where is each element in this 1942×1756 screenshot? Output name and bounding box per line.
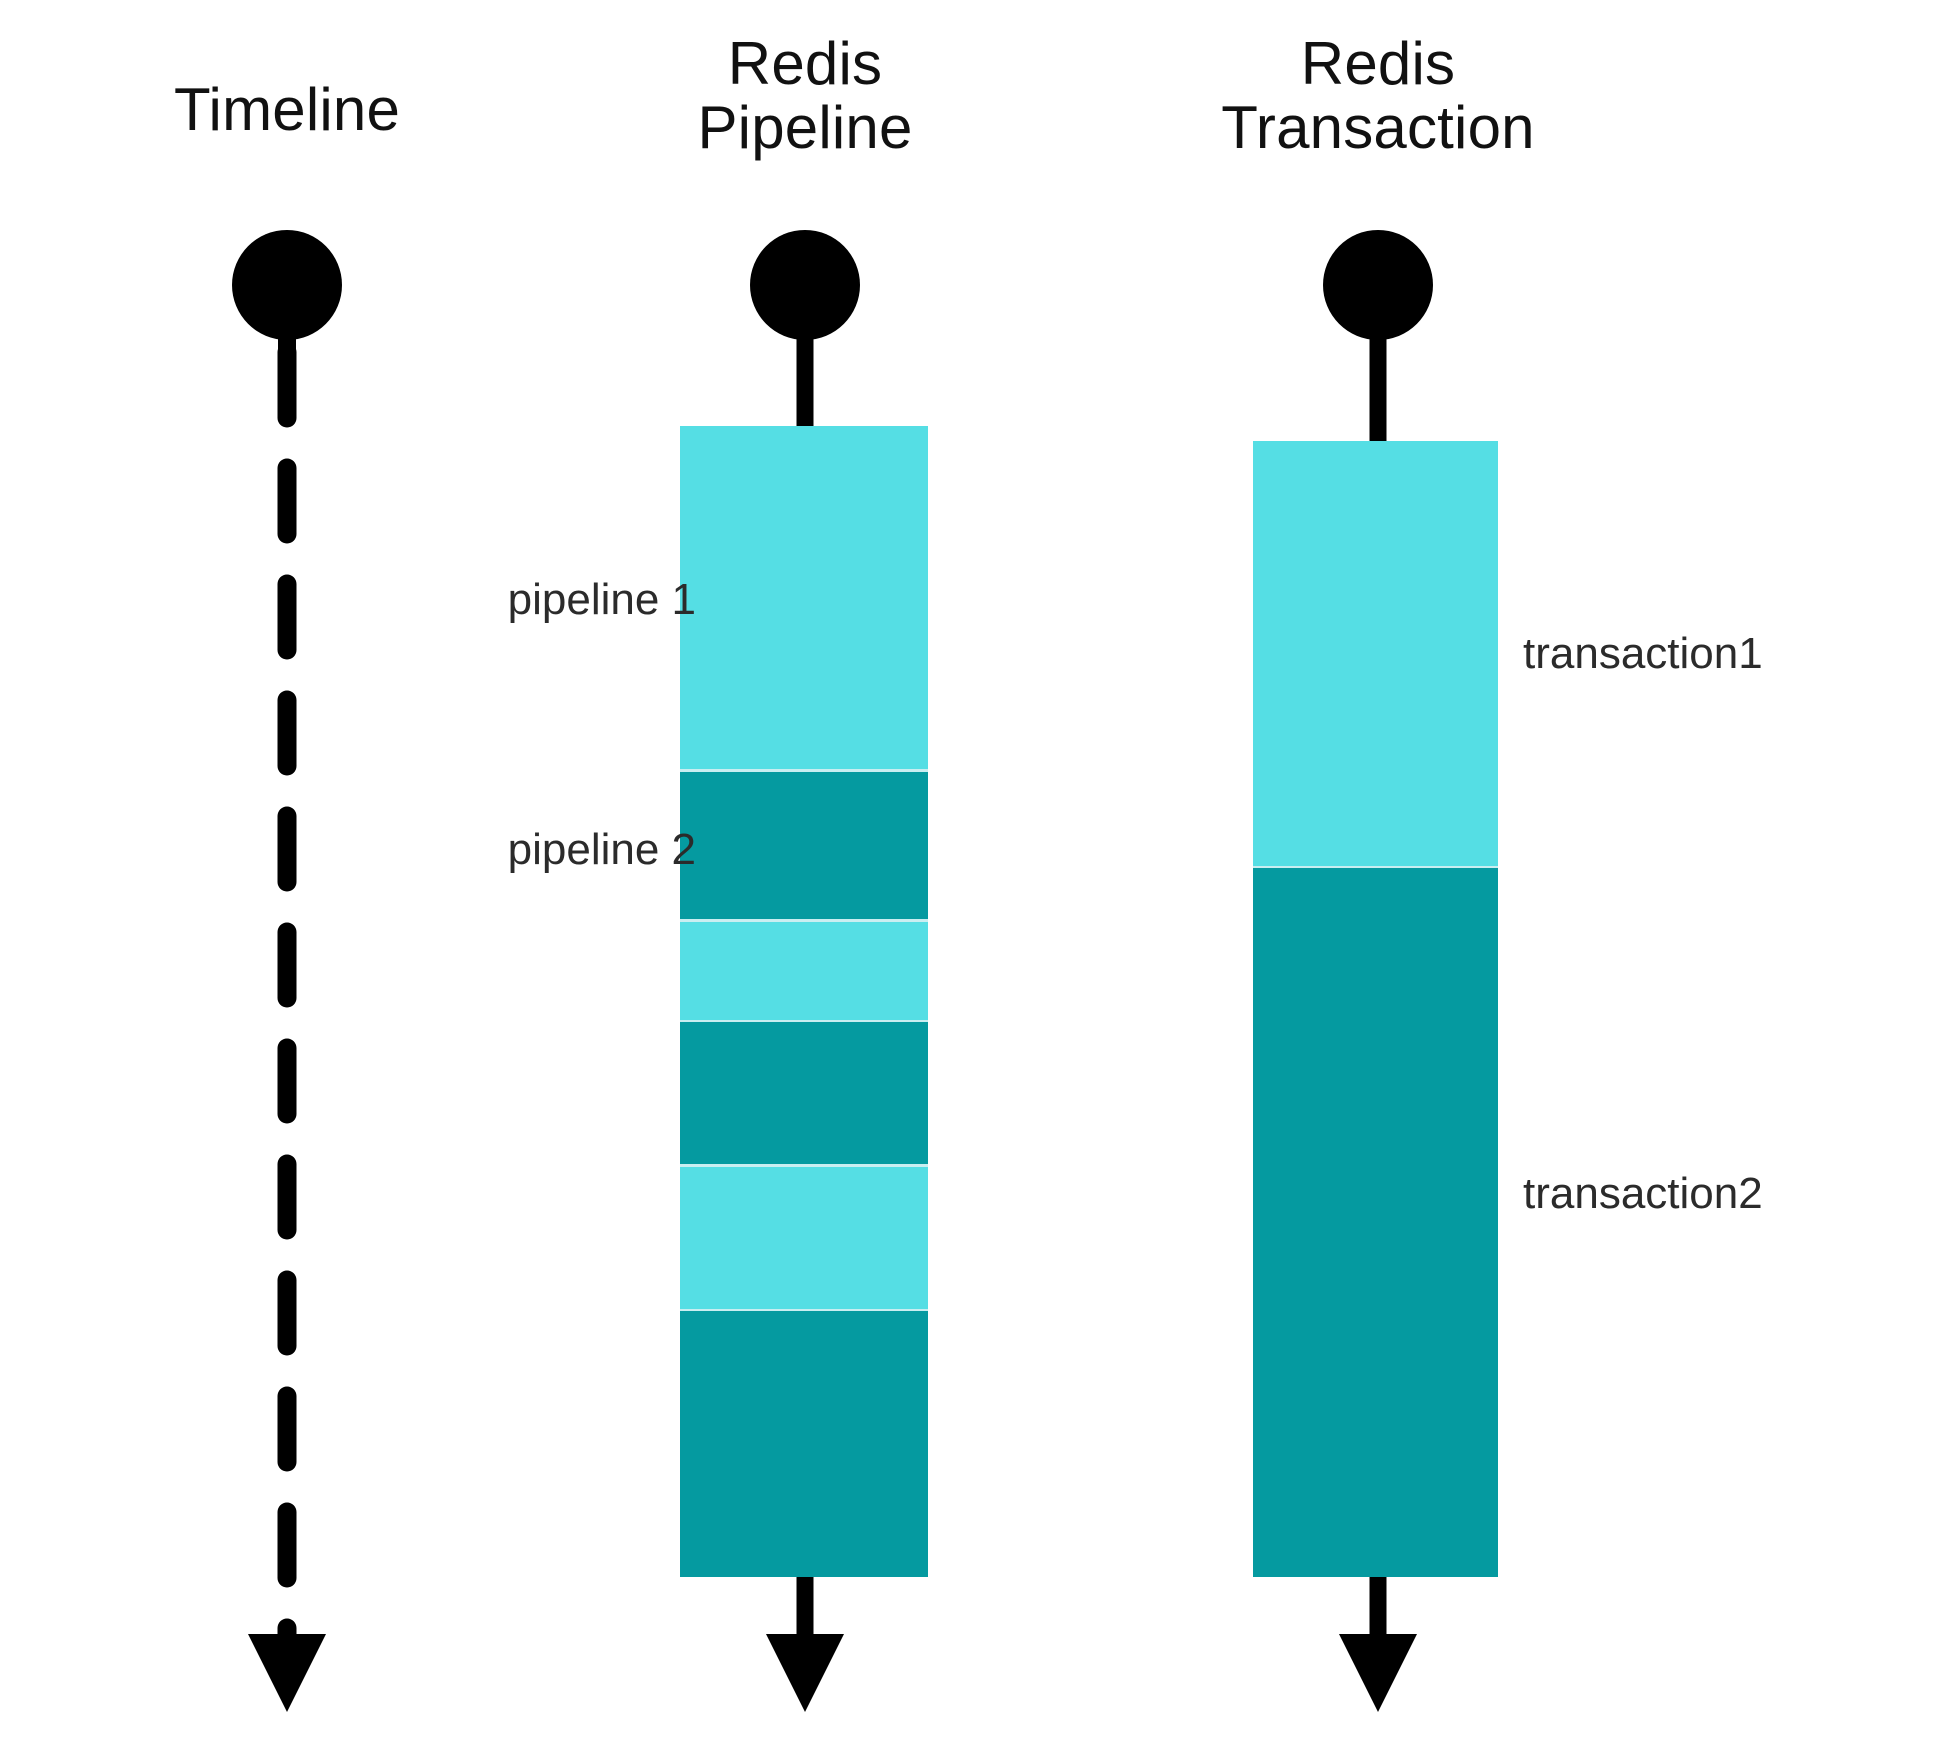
segment-label-transaction-2: transaction2 bbox=[1523, 1169, 1763, 1218]
filled-circle-marker-pipeline bbox=[750, 230, 860, 340]
transaction-segment-1 bbox=[1253, 441, 1498, 866]
pipeline-segment-2 bbox=[680, 772, 928, 919]
solid-arrow-head-pipeline bbox=[766, 1634, 844, 1712]
timeline-column-graphics bbox=[232, 230, 342, 1712]
segment-label-pipeline-2: pipeline 2 bbox=[507, 825, 696, 874]
segment-label-pipeline-1: pipeline 1 bbox=[507, 575, 696, 624]
pipeline-column-graphics bbox=[680, 230, 928, 1712]
pipeline-segment-3 bbox=[680, 922, 928, 1020]
pipeline-segment-6 bbox=[680, 1311, 928, 1577]
column-title-redis-pipeline: Redis Pipeline bbox=[697, 30, 913, 162]
solid-arrow-head-transaction bbox=[1339, 1634, 1417, 1712]
pipeline-segment-4 bbox=[680, 1022, 928, 1164]
transaction-column-graphics bbox=[1253, 230, 1498, 1712]
column-title-redis-transaction: Redis Transaction bbox=[1221, 30, 1535, 162]
segment-label-transaction-1: transaction1 bbox=[1523, 629, 1763, 678]
dashed-arrow-head-timeline bbox=[248, 1634, 326, 1712]
pipeline-segment-5 bbox=[680, 1167, 928, 1309]
transaction-segment-2 bbox=[1253, 868, 1498, 1577]
pipeline-segment-1 bbox=[680, 426, 928, 769]
filled-circle-marker-timeline bbox=[232, 230, 342, 340]
column-title-timeline: Timeline bbox=[173, 76, 401, 143]
filled-circle-marker-transaction bbox=[1323, 230, 1433, 340]
